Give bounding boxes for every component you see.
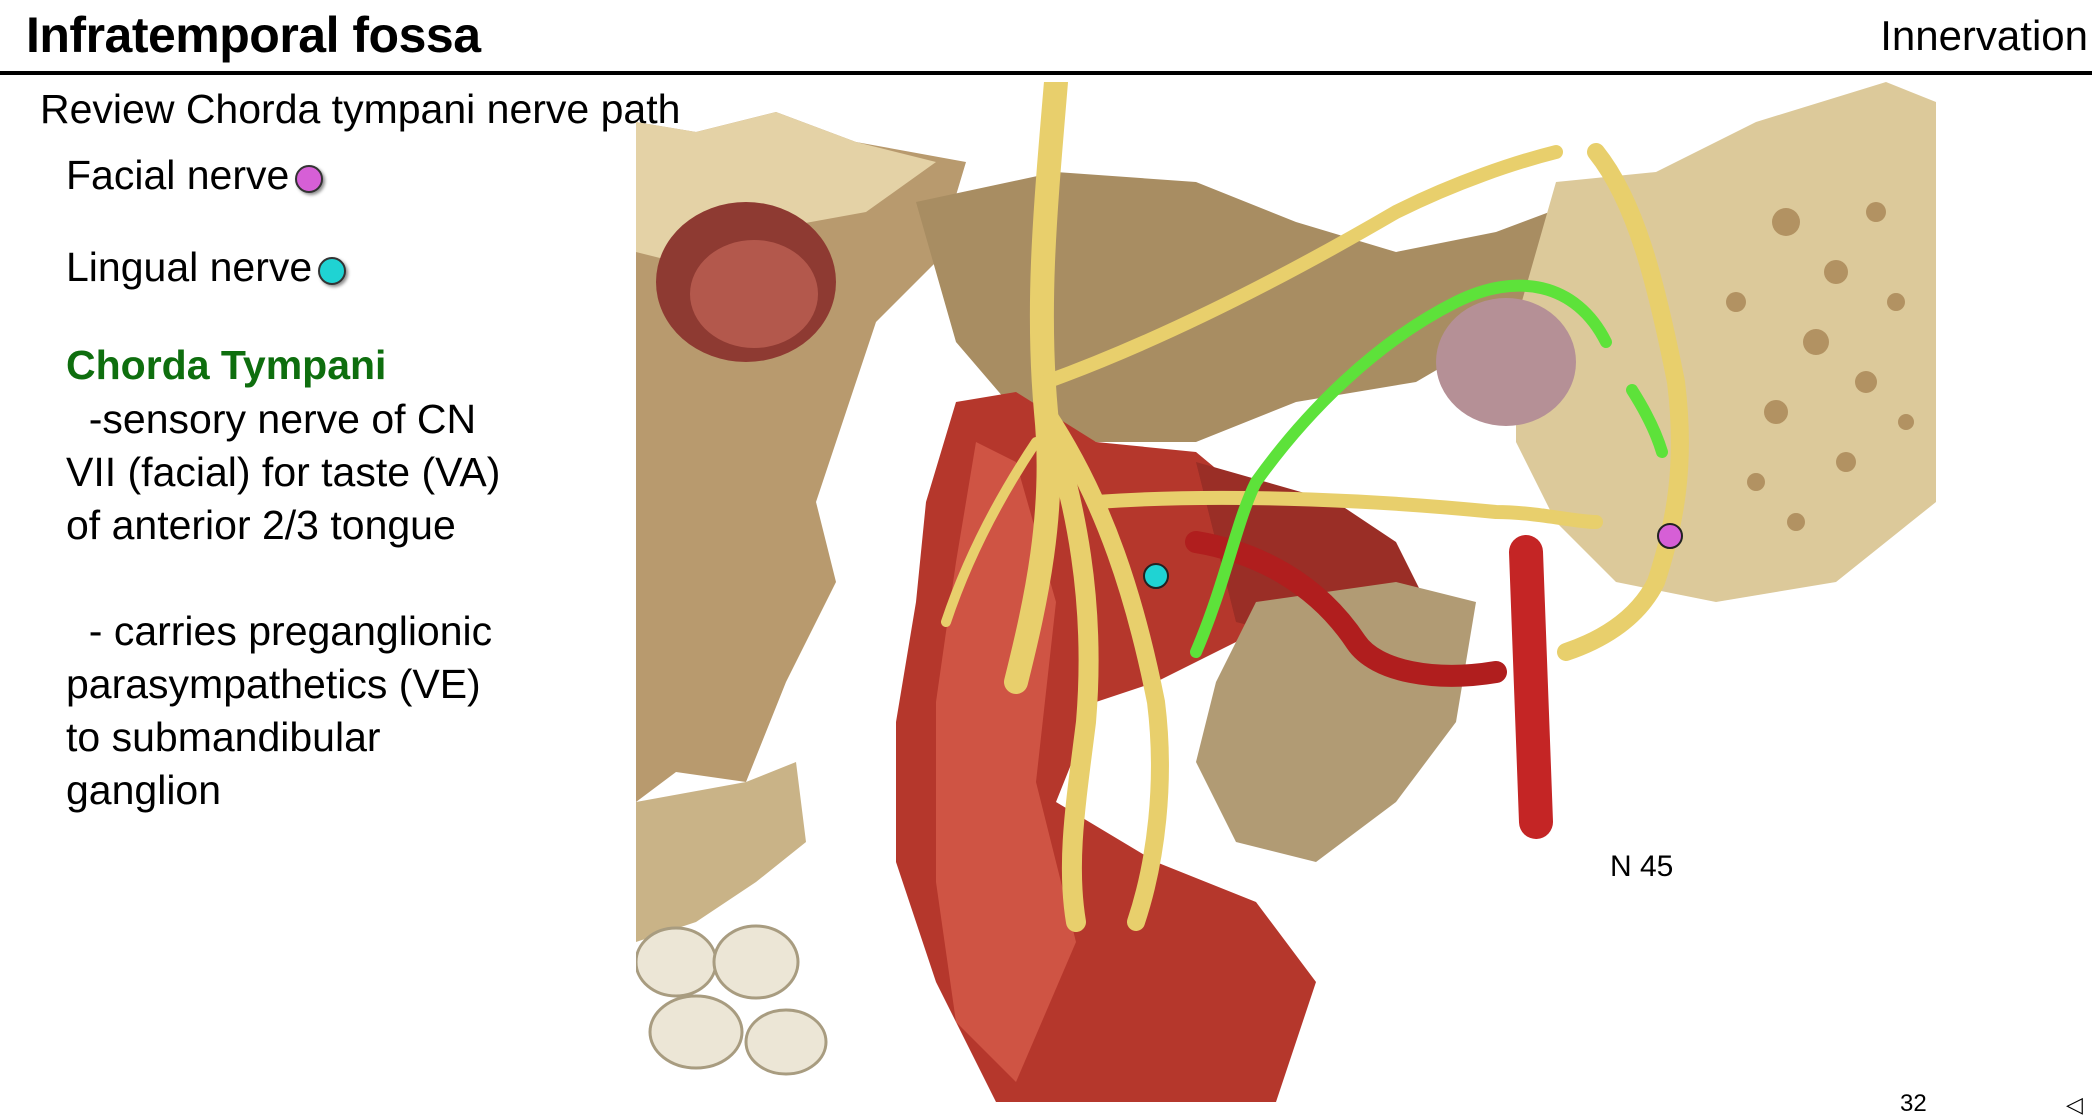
chorda-line-7: to submandibular: [66, 714, 381, 760]
chorda-line-5: - carries preganglionic: [66, 608, 493, 654]
nerve-branches: [941, 82, 1689, 932]
facial-nerve-marker-icon: [295, 164, 324, 193]
chorda-tympani-heading: Chorda Tympani: [66, 342, 387, 388]
lingual-nerve-marker-icon: [318, 256, 347, 285]
figure-reference-label: N 45: [1610, 850, 1674, 883]
legend-facial-label: Facial nerve: [66, 152, 290, 198]
page-number: 32: [1900, 1090, 1927, 1117]
page-title: Infratemporal fossa: [26, 7, 481, 63]
chorda-line-3: of anterior 2/3 tongue: [66, 502, 456, 548]
chorda-line-6: parasympathetics (VE): [66, 661, 481, 707]
previous-slide-icon[interactable]: ◁: [2066, 1092, 2083, 1117]
lingual-nerve-marker: [1143, 563, 1169, 589]
jaw-bone: [636, 762, 806, 942]
facial-nerve-marker: [1657, 523, 1683, 549]
chorda-line-8: ganglion: [66, 767, 222, 813]
chorda-line-2: VII (facial) for taste (VA): [66, 449, 501, 495]
legend-lingual-label: Lingual nerve: [66, 244, 313, 290]
central-bone: [916, 172, 1636, 442]
chorda-tympani-path-segment: [1626, 384, 1668, 458]
legend-lingual-nerve: Lingual nerve: [66, 244, 347, 291]
chorda-tympani-path: [1190, 279, 1612, 658]
teeth: [636, 924, 828, 1076]
legend-facial-nerve: Facial nerve: [66, 152, 324, 199]
orbit-inner: [690, 240, 818, 348]
header-rule: [0, 71, 2092, 75]
section-title: Innervation: [1880, 12, 2088, 59]
anatomy-illustration: [636, 82, 1936, 1102]
slide-subtitle: Review Chorda tympani nerve path: [40, 86, 681, 132]
temporal-bone-texture: [1726, 202, 1914, 531]
tympanic-membrane: [1436, 298, 1576, 426]
chorda-line-1: -sensory nerve of CN: [66, 396, 477, 442]
maxillary-artery: [1185, 531, 1507, 687]
carotid-artery: [1509, 535, 1553, 839]
mandible-ramus: [1196, 582, 1476, 862]
